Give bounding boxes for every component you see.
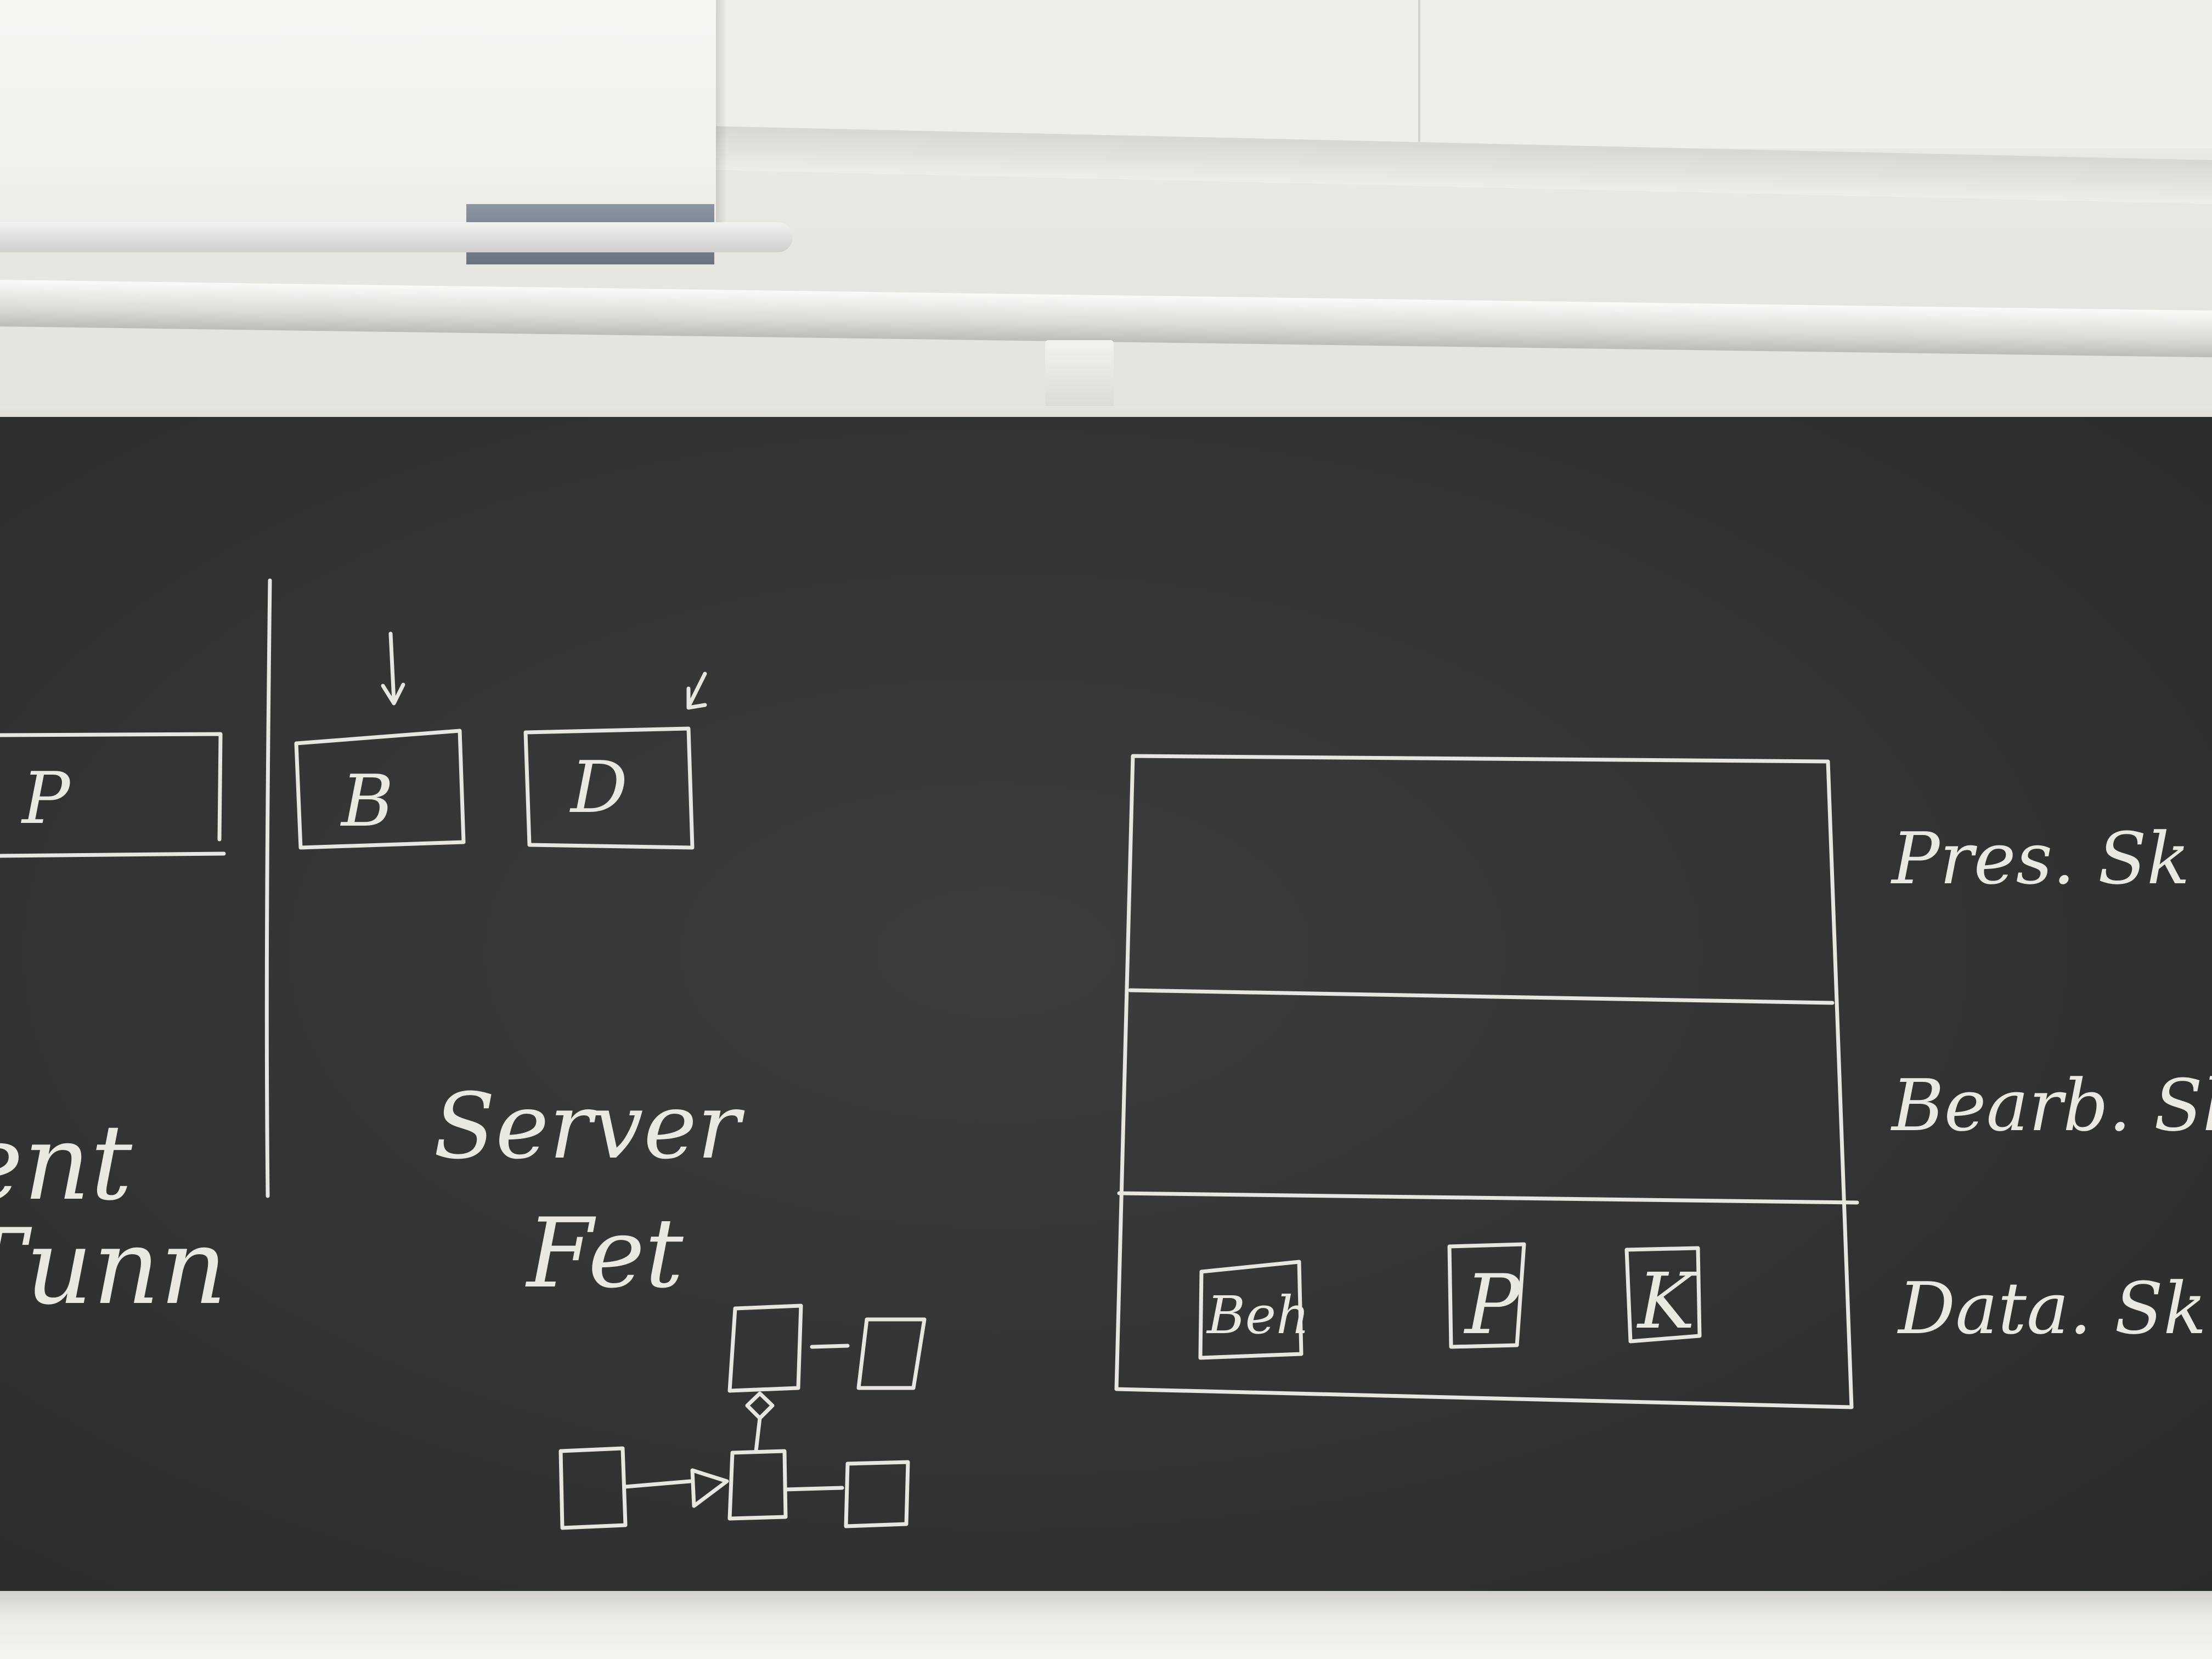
layer-label-presentation: Pres. Sk xyxy=(1891,817,2190,900)
screen-shadow xyxy=(716,0,727,230)
ceiling-panel xyxy=(1420,0,2212,148)
projector-screen xyxy=(0,0,716,230)
left-text-line2: Tunn xyxy=(0,1206,227,1328)
server-subtext: Fet xyxy=(525,1198,684,1310)
layer-box-outline xyxy=(1114,754,1854,1409)
blackboard xyxy=(0,417,2212,1607)
p-box-label: P xyxy=(1463,1257,1522,1353)
k-box xyxy=(1624,1246,1702,1344)
box-d xyxy=(523,726,695,850)
divider-line xyxy=(264,578,272,1198)
beh-box xyxy=(1198,1260,1304,1360)
box-b xyxy=(294,729,466,850)
box-b-label: B xyxy=(340,759,394,843)
layer-label-data: Data. Sk xyxy=(1897,1267,2207,1350)
screen-bottom-bar xyxy=(0,222,793,252)
server-text: Server xyxy=(433,1074,745,1179)
k-box-label: K xyxy=(1636,1257,1699,1346)
layer-divider-1 xyxy=(1128,988,1835,1005)
layer-label-processing: Bearb. Sk xyxy=(1891,1064,2212,1147)
small-diagram xyxy=(558,1304,927,1530)
arrow-diagonal-icon xyxy=(686,672,707,710)
box-d-label: D xyxy=(569,746,628,829)
left-box xyxy=(0,732,226,858)
arrow-down-icon xyxy=(381,631,405,706)
p-box xyxy=(1447,1242,1526,1349)
ceiling-panel xyxy=(716,0,1420,148)
chalk-tray xyxy=(0,1591,2212,1659)
beh-box-label: Beh xyxy=(1206,1285,1310,1346)
left-box-label: P xyxy=(21,757,71,840)
layer-divider-2 xyxy=(1117,1191,1859,1205)
left-text-line1: ent xyxy=(0,1102,133,1223)
